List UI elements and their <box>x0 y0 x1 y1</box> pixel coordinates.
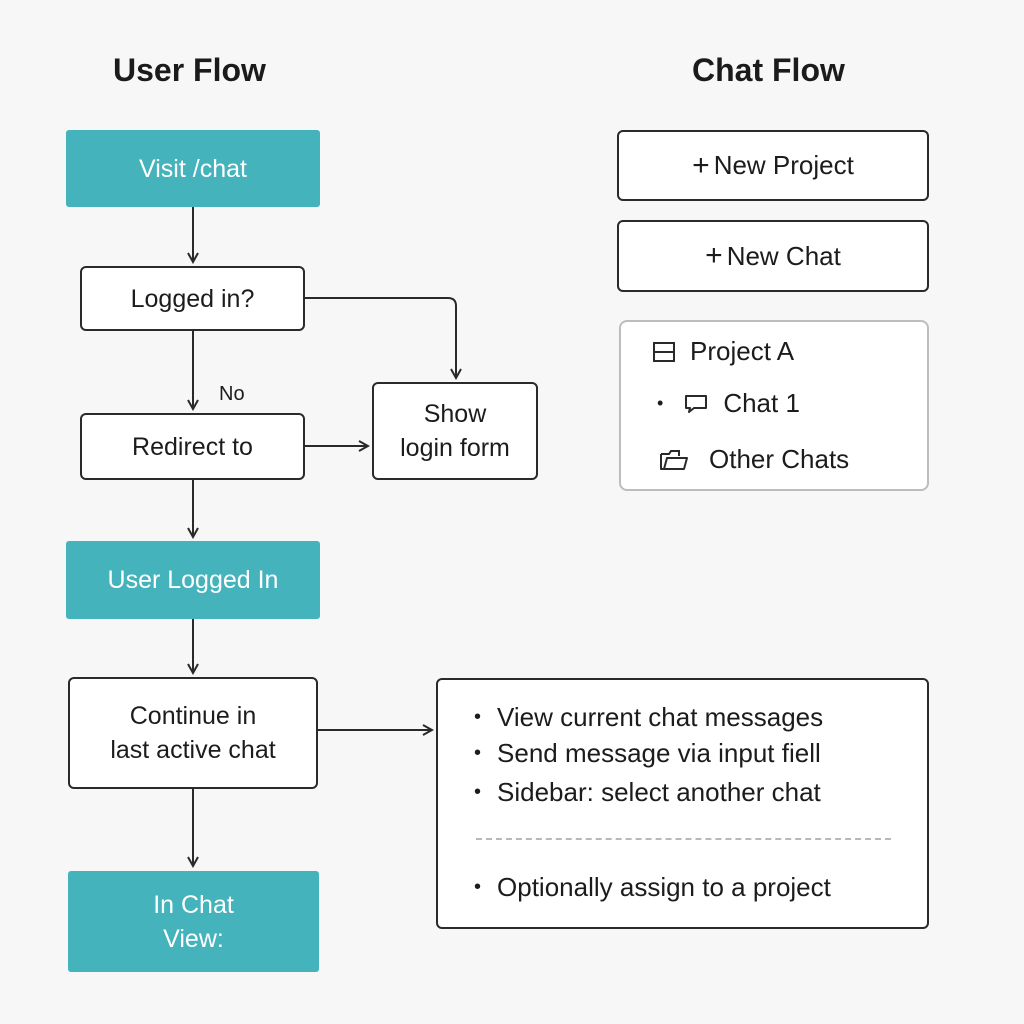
list-item: • Send message via input fiell <box>474 738 821 769</box>
bullet-dot: • <box>474 781 482 803</box>
bullet-dot: • <box>474 876 482 898</box>
list-item: • Sidebar: select another chat <box>474 777 821 808</box>
no-edge-label: No <box>219 383 245 405</box>
continue-last-chat-node: Continue in last active chat <box>68 677 318 789</box>
plus-icon: + <box>705 239 723 272</box>
chat-flow-title: Chat Flow <box>692 52 845 88</box>
list-item-label: Sidebar: select another chat <box>497 777 821 807</box>
sidebar-item-label: Other Chats <box>709 444 850 474</box>
dashed-separator <box>476 838 891 840</box>
bullet-dot: • <box>474 742 482 764</box>
continue-last-chat-line-1: Continue in <box>129 702 257 730</box>
visit-chat-node: Visit /chat <box>66 130 320 207</box>
show-login-form-line-1: Show <box>423 400 487 428</box>
sidebar-item-other-chats[interactable]: Other Chats <box>659 444 849 475</box>
chat-bubble-icon <box>683 393 709 415</box>
in-chat-view-node: In Chat View: <box>68 871 319 972</box>
folder-open-icon <box>659 448 689 472</box>
bullet-dot: • <box>657 393 664 413</box>
user-logged-in-node: User Logged In <box>66 541 320 619</box>
plus-icon: + <box>692 148 710 182</box>
new-project-button[interactable]: + New Project <box>617 130 929 201</box>
show-login-form-node: Show login form <box>372 382 538 480</box>
redirect-to-node: Redirect to <box>80 413 305 480</box>
list-item-label: Optionally assign to a project <box>497 872 831 902</box>
list-item-label: View current chat messages <box>497 702 824 732</box>
continue-last-chat-line-2: last active chat <box>110 736 276 764</box>
arrow-logged-to-login-form <box>305 297 456 378</box>
sidebar-item-label: Chat 1 <box>723 388 800 418</box>
sidebar-item-chat-1[interactable]: • Chat 1 <box>657 388 800 419</box>
user-flow-title: User Flow <box>113 52 266 88</box>
panel-layout-icon <box>652 341 676 363</box>
show-login-form-line-2: login form <box>400 434 510 462</box>
in-chat-view-line-1: In Chat <box>153 890 234 919</box>
sidebar-item-label: Project A <box>690 336 795 366</box>
chat-sidebar-panel: Project A • Chat 1 Other Chats <box>619 320 929 491</box>
new-chat-label: New Chat <box>726 240 841 271</box>
in-chat-view-line-2: View: <box>163 924 224 953</box>
chat-view-actions-box: • View current chat messages • Send mess… <box>436 678 929 929</box>
list-item-label: Send message via input fiell <box>497 738 821 768</box>
sidebar-item-project-a[interactable]: Project A <box>652 336 794 367</box>
bullet-dot: • <box>474 706 482 728</box>
logged-in-decision-node: Logged in? <box>80 266 305 331</box>
new-project-label: New Project <box>713 150 854 180</box>
list-item: • View current chat messages <box>474 702 823 733</box>
new-chat-button[interactable]: + New Chat <box>617 220 929 292</box>
list-item: • Optionally assign to a project <box>474 872 831 903</box>
